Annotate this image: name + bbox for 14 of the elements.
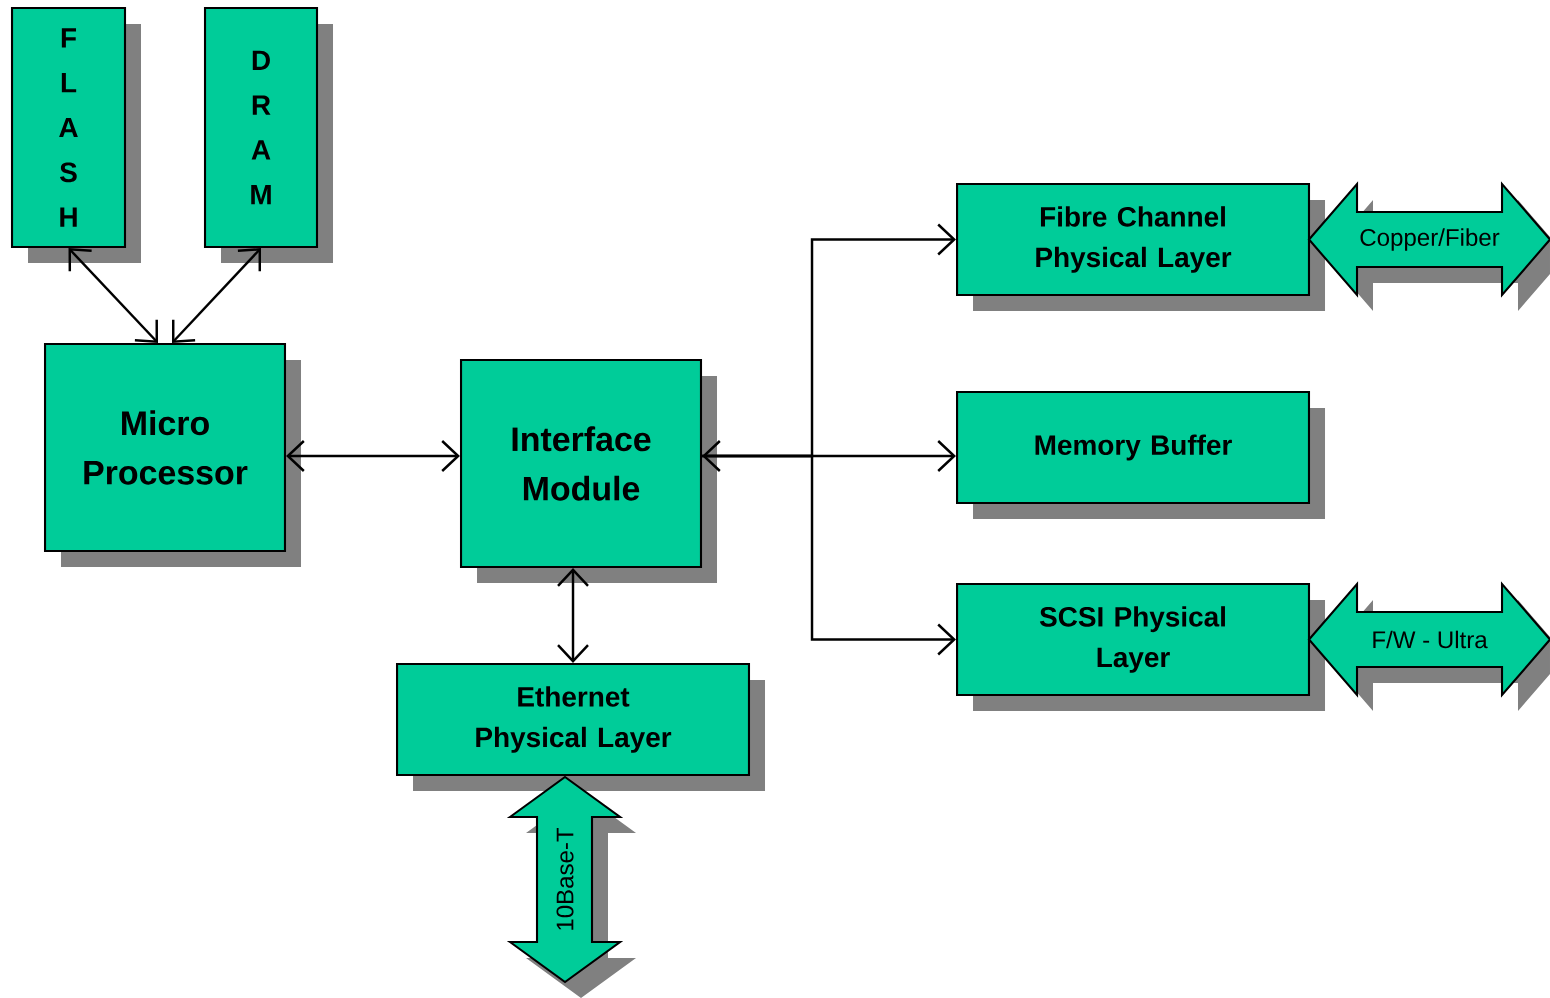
memory-chip-box: D R A M bbox=[203, 6, 333, 263]
arrow bbox=[172, 248, 261, 343]
arrow bbox=[557, 568, 589, 663]
block-box: Ethernet Physical Layer bbox=[396, 662, 765, 791]
block-box: SCSI Physical Layer bbox=[956, 582, 1325, 711]
arrow bbox=[68, 248, 158, 343]
memory-chip-box: F L A S H bbox=[10, 6, 141, 263]
arrow bbox=[702, 440, 956, 472]
arrow bbox=[702, 454, 956, 656]
block-box: Memory Buffer bbox=[956, 390, 1325, 519]
block-box: Micro Processor bbox=[43, 342, 301, 567]
block-box: Interface Module bbox=[459, 358, 717, 583]
block-box: Fibre Channel Physical Layer bbox=[956, 182, 1325, 311]
arrow bbox=[286, 440, 460, 472]
